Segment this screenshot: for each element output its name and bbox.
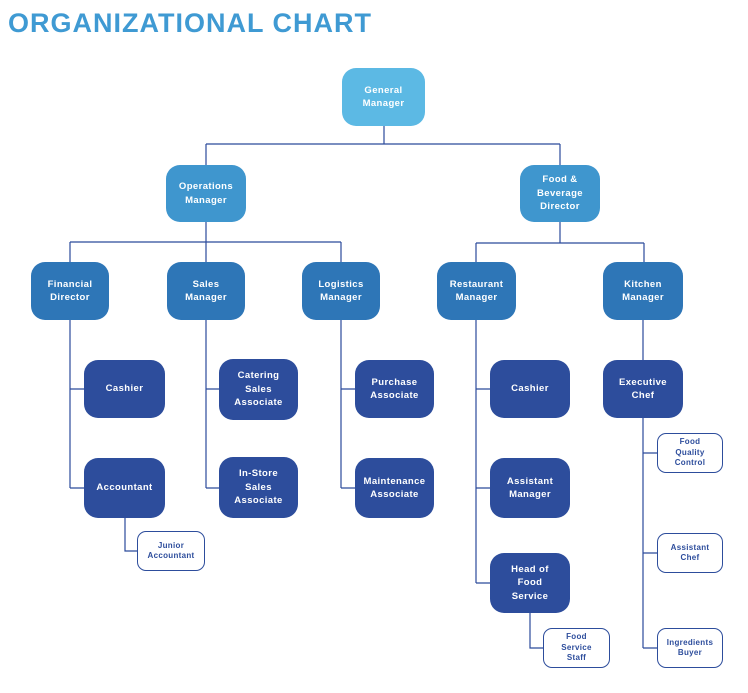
node-accountant: Accountant [84,458,165,518]
node-executive-chef: Executive Chef [603,360,683,418]
page-title: ORGANIZATIONAL CHART [8,8,372,38]
node-food-beverage-director: Food & Beverage Director [520,165,600,222]
node-maintenance-associate: Maintenance Associate [355,458,434,518]
node-food-service-staff: Food Service Staff [543,628,610,668]
node-purchase-associate: Purchase Associate [355,360,434,418]
node-logistics-manager: Logistics Manager [302,262,380,320]
node-ingredients-buyer: Ingredients Buyer [657,628,723,668]
node-food-quality-control: Food Quality Control [657,433,723,473]
node-catering-sales-associate: Catering Sales Associate [219,359,298,420]
node-sales-manager: Sales Manager [167,262,245,320]
node-in-store-sales-associate: In-Store Sales Associate [219,457,298,518]
node-financial-director: Financial Director [31,262,109,320]
node-head-of-food-service: Head of Food Service [490,553,570,613]
node-operations-manager: Operations Manager [166,165,246,222]
node-general-manager: General Manager [342,68,425,126]
node-assistant-manager: Assistant Manager [490,458,570,518]
node-assistant-chef: Assistant Chef [657,533,723,573]
node-restaurant-manager: Restaurant Manager [437,262,516,320]
node-junior-accountant: Junior Accountant [137,531,205,571]
node-cashier-finance: Cashier [84,360,165,418]
node-cashier-restaurant: Cashier [490,360,570,418]
node-kitchen-manager: Kitchen Manager [603,262,683,320]
